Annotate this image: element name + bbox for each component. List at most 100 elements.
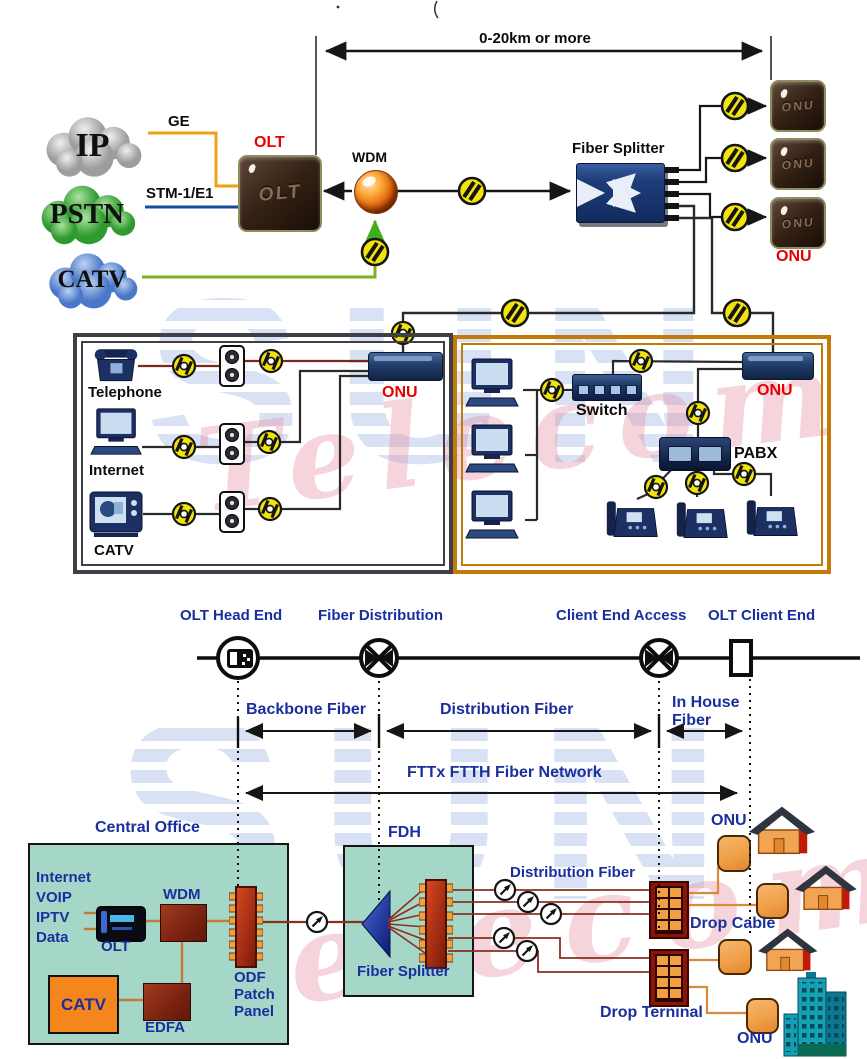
onu-device-text: ONU bbox=[781, 97, 815, 115]
pstn-cloud: PSTN bbox=[26, 180, 148, 248]
onu-box-building bbox=[746, 998, 779, 1034]
distribution-fiber-label: Distribution Fiber bbox=[510, 864, 635, 881]
wall-outlet-3 bbox=[219, 491, 245, 533]
switch-label: Switch bbox=[576, 402, 628, 419]
office-computer-1 bbox=[465, 356, 521, 415]
odf-patch-panel bbox=[228, 885, 264, 974]
fdh-patch-panel bbox=[418, 878, 454, 975]
home-lan-box bbox=[73, 333, 453, 574]
distance-label: 0-20km or more bbox=[479, 30, 591, 47]
wdm-device bbox=[354, 170, 398, 214]
odf-label-line2: Patch bbox=[234, 986, 275, 1003]
internet-computer-icon bbox=[90, 406, 144, 463]
drop-terminal-label: Drop Terninal bbox=[600, 1004, 703, 1021]
onu-device-text: ONU bbox=[781, 214, 815, 232]
onu-device-text: ONU bbox=[781, 155, 815, 173]
wall-outlet-1 bbox=[219, 345, 245, 387]
fiber-splitter-device bbox=[576, 163, 665, 223]
house-1 bbox=[745, 802, 815, 862]
desk-phone-2 bbox=[675, 497, 729, 547]
odf-label-line1: ODF bbox=[234, 969, 266, 986]
odf-label-line3: Panel bbox=[234, 1003, 275, 1020]
home-onu-router bbox=[368, 352, 443, 381]
house-3 bbox=[750, 925, 822, 978]
house-2 bbox=[789, 862, 859, 917]
co-wdm-box bbox=[160, 904, 207, 942]
onu-stack-label: ONU bbox=[776, 248, 812, 265]
co-catv-box: CATV bbox=[48, 975, 119, 1034]
olt-head-end-node bbox=[216, 636, 260, 680]
catv-cloud: CATV bbox=[36, 248, 148, 312]
olt-head-end-label: OLT Head End bbox=[180, 607, 283, 624]
attenuator-connector bbox=[305, 910, 329, 934]
co-olt-device bbox=[96, 906, 146, 942]
desk-phone-1 bbox=[605, 496, 659, 546]
onu-device-3: ONU bbox=[770, 197, 826, 249]
cloud-shape-icon bbox=[41, 185, 136, 245]
wdm-label: WDM bbox=[352, 149, 387, 165]
co-olt-label: OLT bbox=[101, 938, 130, 955]
central-office-title: Central Office bbox=[95, 819, 200, 836]
distribution-fiber-span-label: Distribution Fiber bbox=[440, 701, 574, 718]
olt-client-end-label: OLT Client End bbox=[708, 607, 816, 624]
olt-head-end-icon bbox=[227, 649, 253, 668]
onu-led-icon bbox=[779, 88, 789, 99]
olt-device-text: OLT bbox=[257, 180, 303, 206]
co-edfa-label: EDFA bbox=[145, 1019, 186, 1036]
onu-bottom-label: ONU bbox=[737, 1030, 773, 1047]
fiber-connector-catv bbox=[360, 237, 390, 267]
onu-led-icon bbox=[779, 205, 789, 216]
olt-client-end-node bbox=[729, 639, 753, 677]
switch-device bbox=[572, 374, 642, 401]
fiber-connector-onu3 bbox=[720, 202, 750, 232]
pabx-device bbox=[659, 437, 731, 471]
in-house-fiber-label-line1: In House bbox=[672, 694, 740, 711]
desk-phone-3 bbox=[745, 495, 799, 545]
co-edfa-box bbox=[143, 983, 191, 1021]
office-onu-router bbox=[742, 352, 814, 380]
fiber-connector-lan-right bbox=[722, 298, 752, 328]
fdh-box bbox=[343, 845, 474, 997]
ge-link-label: GE bbox=[168, 113, 190, 130]
olt-led-icon bbox=[247, 163, 257, 174]
onu-led-icon bbox=[779, 146, 789, 157]
ip-cloud-label: IP bbox=[75, 127, 110, 164]
onu-device-1: ONU bbox=[770, 80, 826, 132]
service-internet: Internet bbox=[36, 869, 92, 886]
office-lan-box bbox=[453, 335, 831, 574]
fdh-title: FDH bbox=[388, 824, 421, 841]
onu-box-house-2 bbox=[756, 883, 789, 919]
office-computer-3 bbox=[465, 488, 521, 547]
fiber-distribution-label: Fiber Distribution bbox=[318, 607, 443, 624]
cloud-shape-icon bbox=[49, 253, 138, 309]
drop-cable-label: Drop Cable bbox=[690, 915, 776, 932]
wall-outlet-2 bbox=[219, 423, 245, 465]
office-computer-2 bbox=[465, 422, 521, 481]
fttx-network-label: FTTx FTTH Fiber Network bbox=[407, 764, 602, 781]
internet-label: Internet bbox=[89, 462, 145, 479]
catv-label: CATV bbox=[94, 542, 134, 559]
fiber-distribution-node bbox=[357, 636, 401, 685]
client-end-access-label: Client End Access bbox=[556, 607, 687, 624]
fiber-connector-lan-left bbox=[500, 298, 530, 328]
onu-box-house-3 bbox=[718, 939, 752, 975]
backbone-fiber-label: Backbone Fiber bbox=[246, 701, 367, 718]
service-iptv: IPTV bbox=[36, 909, 70, 926]
ip-cloud: IP bbox=[35, 110, 150, 182]
fiber-connector-onu2 bbox=[720, 143, 750, 173]
catv-tv-icon bbox=[88, 488, 144, 545]
telephone-icon bbox=[92, 346, 140, 389]
drop-terminal-1 bbox=[649, 881, 689, 944]
pabx-label: PABX bbox=[734, 445, 778, 462]
co-wdm-label: WDM bbox=[163, 886, 201, 903]
pstn-cloud-label: PSTN bbox=[49, 197, 125, 230]
onu-device-2: ONU bbox=[770, 138, 826, 190]
splitter-arrows-icon bbox=[577, 173, 641, 213]
fiber-splitter-label: Fiber Splitter bbox=[572, 140, 665, 157]
fiber-connector-feeder bbox=[457, 176, 487, 206]
home-onu-label: ONU bbox=[382, 384, 418, 401]
olt-device: OLT bbox=[238, 155, 322, 232]
fiber-connector-onu1 bbox=[720, 91, 750, 121]
drop-terminal-2 bbox=[649, 949, 689, 1012]
